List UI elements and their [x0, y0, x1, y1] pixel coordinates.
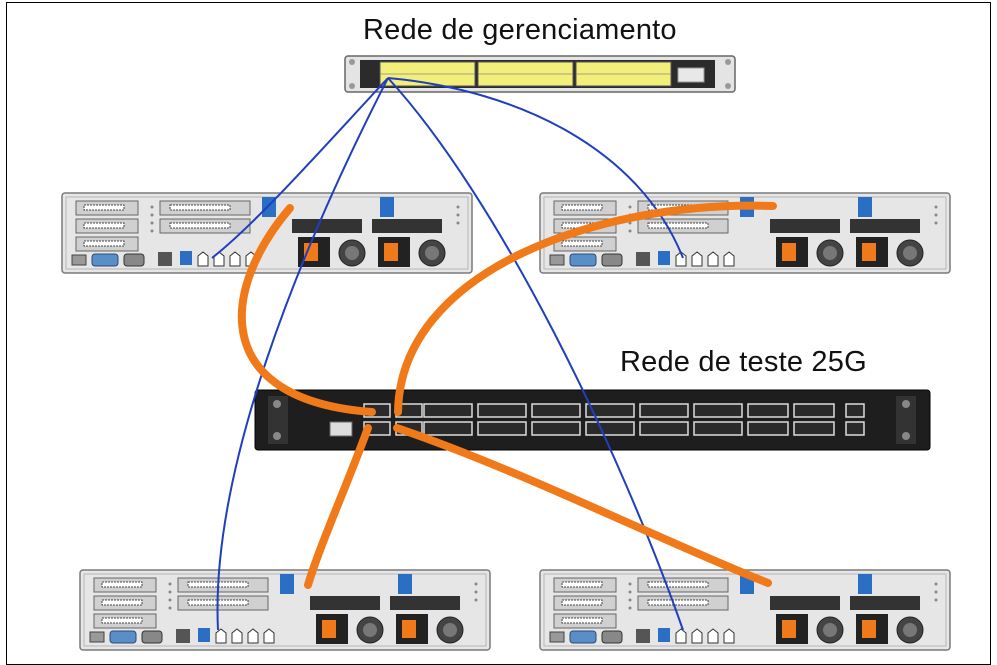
test-switch-25g — [254, 389, 931, 451]
management-cables — [211, 77, 684, 631]
test-cable-top-left — [237, 204, 376, 416]
test-cable-bottom-left — [304, 424, 372, 589]
mgmt-cable-bottom-left — [216, 77, 389, 631]
mgmt-cable-top-right — [387, 77, 684, 259]
mgmt-cable-bottom-right — [387, 77, 684, 631]
test-cables — [237, 201, 777, 589]
management-switch — [344, 55, 736, 93]
management-network-label: Rede de gerenciamento — [363, 14, 677, 46]
mgmt-cable-top-left — [211, 77, 389, 259]
test-cable-bottom-right — [393, 424, 772, 587]
server-bottom-left — [79, 569, 491, 651]
server-bottom-right — [539, 569, 951, 651]
test-network-label: Rede de teste 25G — [620, 346, 867, 378]
test-cable-top-right — [394, 201, 777, 416]
